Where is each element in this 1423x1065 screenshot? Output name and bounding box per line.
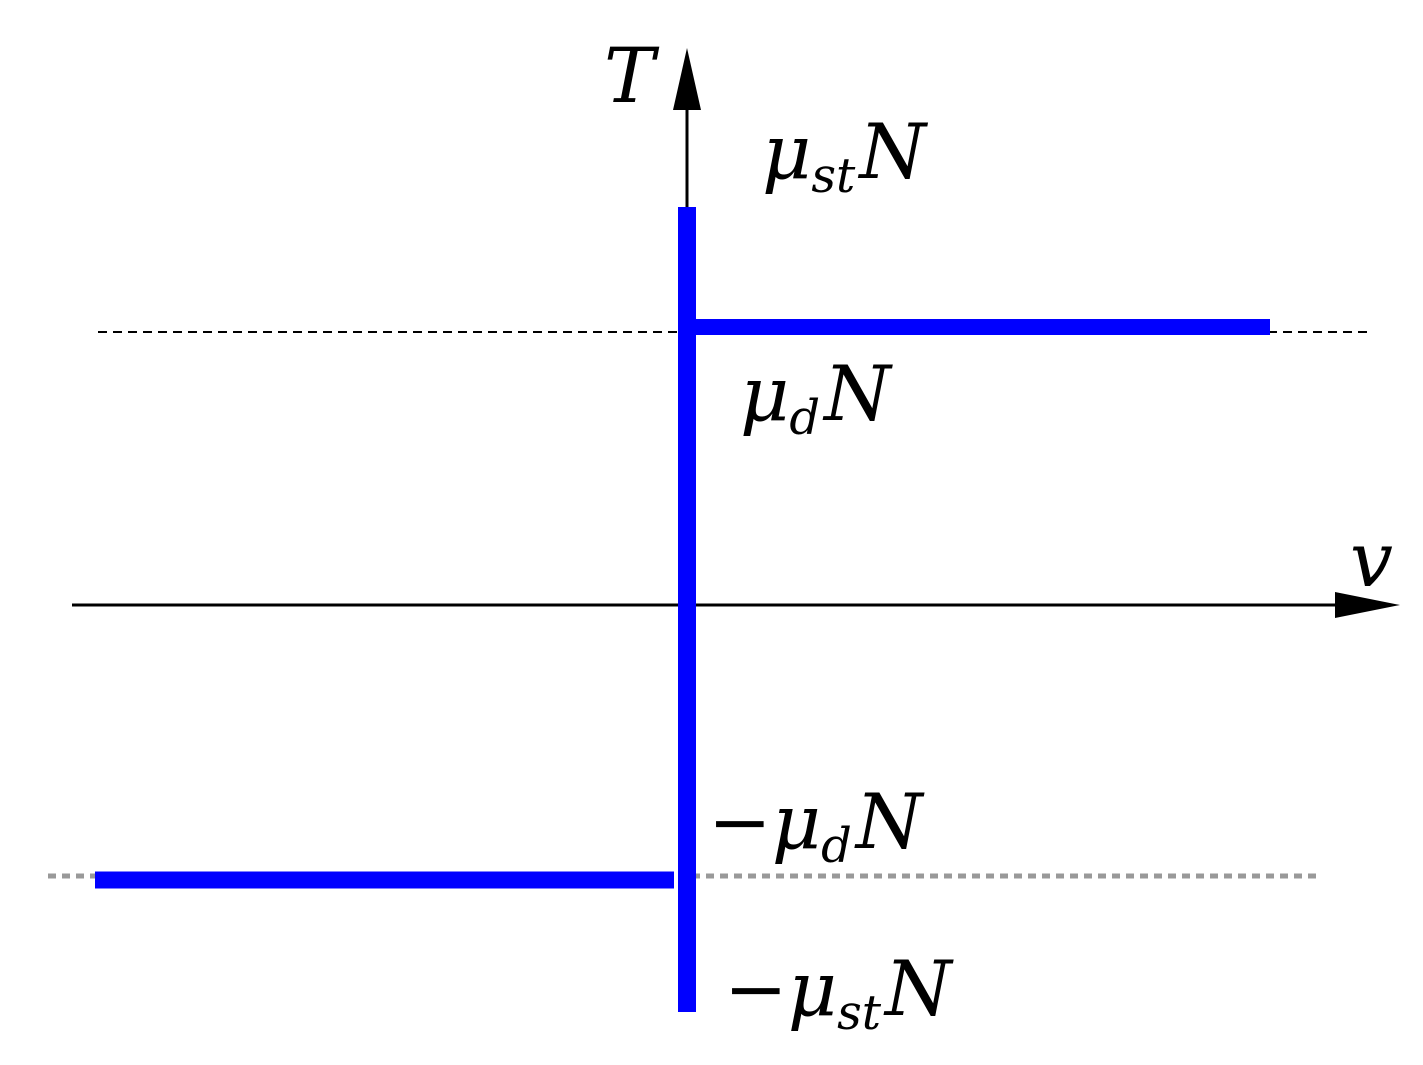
label-dynamic-negative: −μdN [708,777,925,874]
y-axis-label: T [604,31,660,120]
label-dynamic-positive: μdN [740,349,893,446]
y-axis-arrowhead [673,48,701,110]
label-static-negative: −μstN [724,944,954,1041]
x-axis-label: v [1350,515,1393,604]
label-static-positive: μstN [762,107,928,204]
x-axis-arrowhead [1335,592,1400,618]
